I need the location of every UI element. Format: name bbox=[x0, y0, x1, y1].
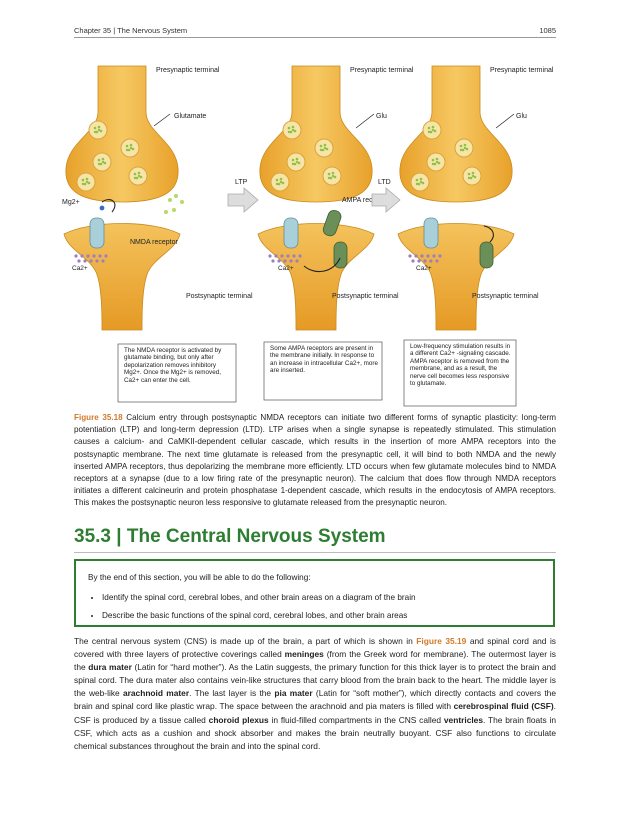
panel3-presynaptic-label: Presynaptic terminal bbox=[490, 67, 554, 74]
svg-text:LTP: LTP bbox=[235, 179, 248, 186]
section-divider bbox=[74, 552, 556, 553]
panel1-note: The NMDA receptor is activated by glutam… bbox=[124, 347, 222, 384]
panel1-calcium-label: Ca2+ bbox=[72, 265, 88, 272]
body-paragraph: The central nervous system (CNS) is made… bbox=[74, 636, 557, 751]
panel3-note: Low-frequency stimulation results in a d… bbox=[410, 343, 511, 388]
section-heading: 35.3 | The Central Nervous System bbox=[74, 526, 386, 548]
svg-text:LTD: LTD bbox=[378, 179, 391, 186]
term-arachnoid-mater: arachnoid mater bbox=[122, 688, 190, 699]
chapter-title: Chapter 35 | The Nervous System bbox=[74, 26, 188, 35]
objective-item: Identify the spinal cord, cerebral lobes… bbox=[102, 593, 416, 603]
panel2-calcium-label: Ca2+ bbox=[278, 265, 294, 272]
term-meninges: meninges bbox=[284, 649, 324, 660]
term-dura-mater: dura mater bbox=[88, 662, 132, 673]
term-choroid-plexus: choroid plexus bbox=[208, 714, 269, 725]
figure-caption-text: Calcium entry through postsynaptic NMDA … bbox=[74, 413, 556, 508]
section-number: 35.3 | bbox=[74, 526, 122, 547]
ltd-arrow: LTD bbox=[371, 179, 401, 213]
panel2-neurotransmitter-label: Glu bbox=[376, 113, 387, 120]
panel1-ion-label: Mg2+ bbox=[62, 199, 80, 206]
term-csf: cerebrospinal fluid (CSF) bbox=[453, 701, 554, 712]
figure-label: Figure 35.18 bbox=[74, 413, 123, 422]
ltp-arrow: LTP bbox=[227, 179, 259, 213]
term-pia-mater: pia mater bbox=[274, 688, 313, 699]
panel1-postsynaptic-label: Postsynaptic terminal bbox=[186, 293, 253, 300]
panel3-neurotransmitter-label: Glu bbox=[516, 113, 527, 120]
section-title: The Central Nervous System bbox=[126, 526, 386, 547]
panel2-presynaptic-label: Presynaptic terminal bbox=[350, 67, 414, 74]
panel2-postsynaptic-label: Postsynaptic terminal bbox=[332, 293, 399, 300]
page-number: 1085 bbox=[539, 26, 556, 35]
figure-caption: Figure 35.18 Calcium entry through posts… bbox=[74, 412, 556, 510]
panel1-neurotransmitter-label: Glutamate bbox=[174, 113, 206, 120]
figure-link[interactable]: Figure 35.19 bbox=[416, 636, 467, 646]
header-divider bbox=[74, 37, 556, 38]
panel2-receptor-label: AMPA receptor bbox=[342, 197, 389, 204]
page-header: Chapter 35 | The Nervous System 1085 bbox=[74, 26, 556, 35]
panel1-presynaptic-label: Presynaptic terminal bbox=[156, 67, 220, 74]
panel3-postsynaptic-label: Postsynaptic terminal bbox=[472, 293, 539, 300]
panel1-receptor-label: NMDA receptor bbox=[130, 239, 179, 246]
panel2-note: Some AMPA receptors are present in the m… bbox=[270, 345, 378, 375]
learning-objectives-box: By the end of this section, you will be … bbox=[74, 559, 555, 627]
objectives-intro: By the end of this section, you will be … bbox=[88, 573, 311, 582]
synaptic-plasticity-figure: Presynaptic terminal Glutamate Mg2+ NMDA… bbox=[62, 52, 554, 407]
term-ventricles: ventricles bbox=[443, 714, 483, 725]
objective-item: Describe the basic functions of the spin… bbox=[102, 611, 416, 621]
panel3-calcium-label: Ca2+ bbox=[416, 265, 432, 272]
objectives-list: Identify the spinal cord, cerebral lobes… bbox=[88, 585, 416, 621]
